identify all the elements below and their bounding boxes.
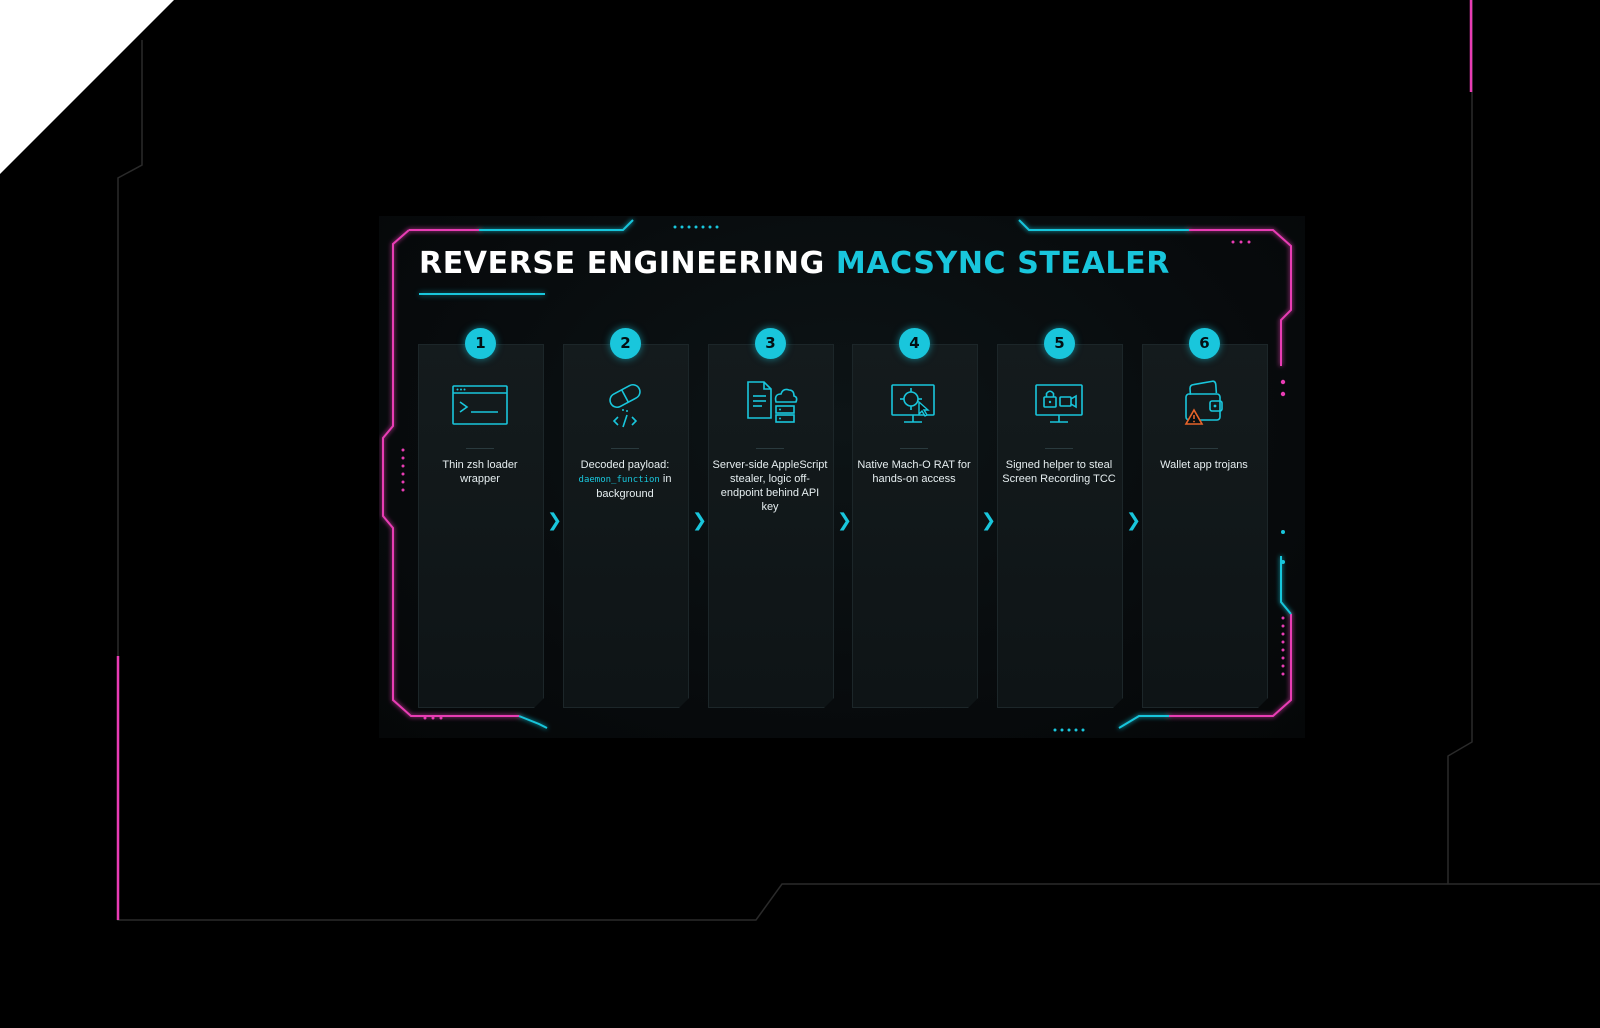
wallet-warning-icon bbox=[1184, 380, 1223, 425]
step-number-badge: 6 bbox=[1189, 328, 1220, 359]
code-token: daemon_function bbox=[578, 475, 660, 485]
step-number-badge: 3 bbox=[755, 328, 786, 359]
step-label: Wallet app trojans bbox=[1160, 459, 1248, 471]
step-label: Server-side AppleScript stealer, logic o… bbox=[712, 459, 828, 513]
title-underline bbox=[419, 293, 545, 295]
neon-frame bbox=[382, 219, 1292, 732]
capsule-code-icon bbox=[609, 383, 641, 428]
step-card bbox=[1142, 344, 1268, 708]
step-divider bbox=[611, 448, 639, 449]
flow-arrow-3: ❯ bbox=[837, 510, 853, 531]
infographic-panel: REVERSE ENGINEERING MACSYNC STEALER 1 Th… bbox=[379, 216, 1305, 738]
step-divider bbox=[1190, 448, 1218, 449]
step-divider bbox=[466, 448, 494, 449]
monitor-lock-camera-icon bbox=[1035, 384, 1083, 423]
step-2: 2 Decoded payload: daemon_function in bac… bbox=[563, 324, 687, 714]
step-1: 1 Thin zsh loader wrapper bbox=[418, 324, 542, 714]
title-accent: MACSYNC STEALER bbox=[835, 246, 1170, 281]
step-number-badge: 5 bbox=[1044, 328, 1075, 359]
step-5: 5 Signed helper to steal Screen Recordin… bbox=[997, 324, 1121, 714]
title-main: REVERSE ENGINEERING bbox=[419, 246, 836, 281]
flow-arrow-2: ❯ bbox=[692, 510, 708, 531]
flow-arrow-1: ❯ bbox=[547, 510, 563, 531]
step-number-badge: 2 bbox=[610, 328, 641, 359]
document-cloud-server-icon bbox=[747, 381, 798, 423]
flow-arrow-5: ❯ bbox=[1126, 510, 1142, 531]
step-label: Native Mach-O RAT for hands-on access bbox=[857, 459, 971, 485]
step-card bbox=[418, 344, 544, 708]
page-title: REVERSE ENGINEERING MACSYNC STEALER bbox=[419, 246, 1170, 281]
step-6: 6 Wallet app trojans bbox=[1142, 324, 1266, 714]
step-label: Signed helper to steal Screen Recording … bbox=[1002, 459, 1116, 485]
step-card bbox=[563, 344, 689, 708]
corner-white-triangle bbox=[0, 0, 174, 174]
step-number-badge: 4 bbox=[899, 328, 930, 359]
step-4: 4 Native Mach-O RAT for hands-on access bbox=[852, 324, 976, 714]
step-divider bbox=[756, 448, 784, 449]
monitor-crosshair-cursor-icon bbox=[891, 384, 935, 423]
step-label-text: in background bbox=[596, 473, 672, 500]
step-number-badge: 1 bbox=[465, 328, 496, 359]
flow-arrow-4: ❯ bbox=[981, 510, 997, 531]
step-label: Thin zsh loader wrapper bbox=[442, 459, 518, 485]
step-label: Decoded payload: daemon_function in backg… bbox=[567, 458, 683, 501]
step-divider bbox=[900, 448, 928, 449]
step-3: 3 Server-side AppleScript stealer, logic… bbox=[708, 324, 832, 714]
terminal-window-icon bbox=[452, 385, 508, 425]
step-divider bbox=[1045, 448, 1073, 449]
step-label-text: Decoded payload: bbox=[580, 459, 670, 471]
